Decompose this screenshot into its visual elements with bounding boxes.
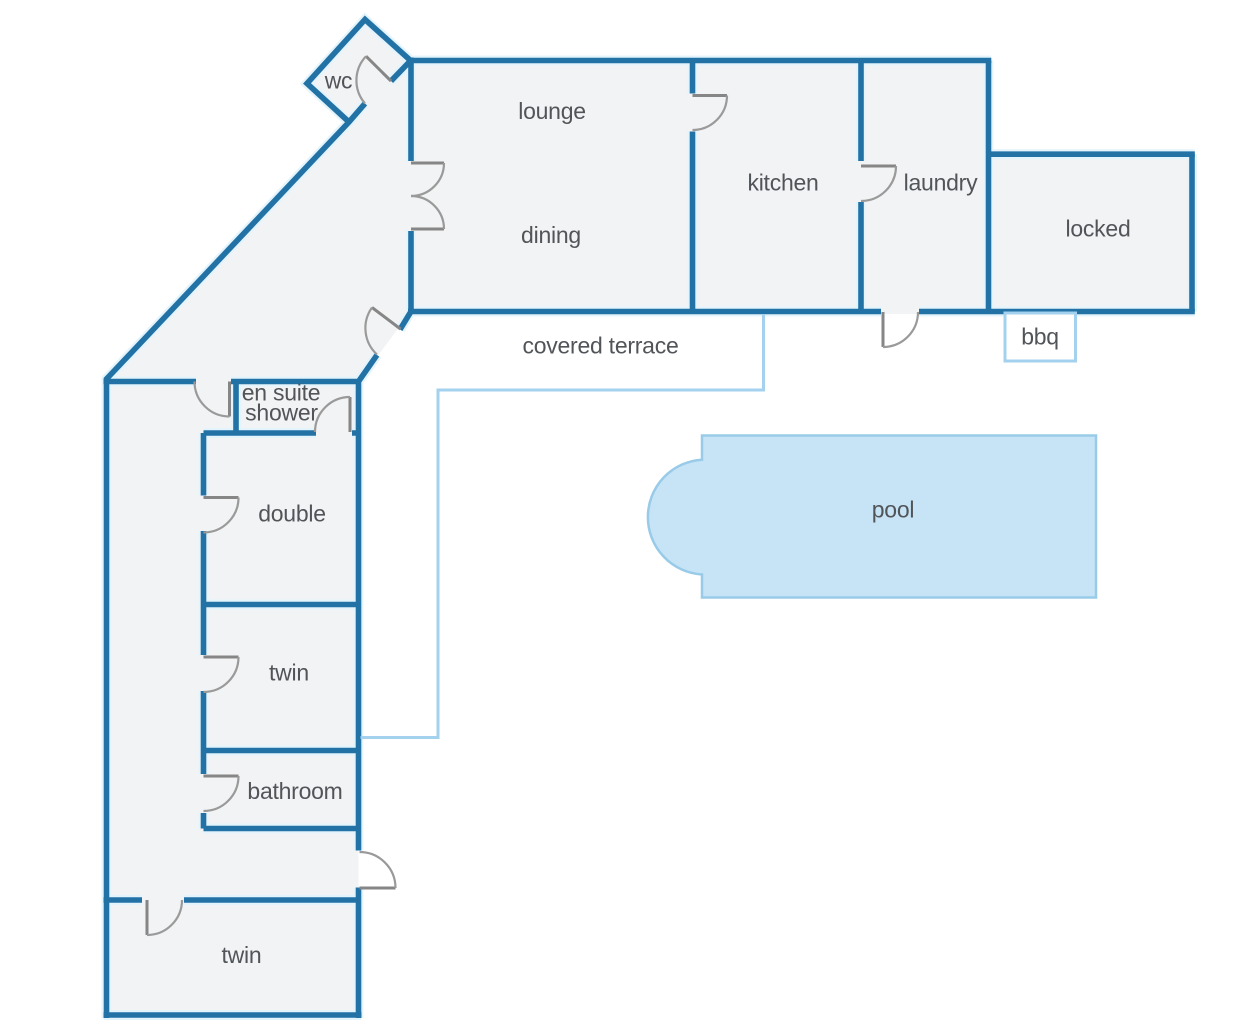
svg-text:bathroom: bathroom <box>247 778 342 804</box>
svg-text:twin: twin <box>269 660 309 686</box>
svg-text:double: double <box>258 501 326 527</box>
svg-text:dining: dining <box>521 222 581 248</box>
svg-text:pool: pool <box>872 497 914 523</box>
svg-text:en suite: en suite <box>242 380 321 406</box>
svg-text:shower: shower <box>245 400 318 426</box>
svg-text:twin: twin <box>222 942 262 968</box>
svg-text:locked: locked <box>1066 216 1131 242</box>
svg-text:kitchen: kitchen <box>747 170 818 196</box>
svg-text:laundry: laundry <box>904 170 978 196</box>
svg-text:lounge: lounge <box>518 98 586 124</box>
svg-text:bbq: bbq <box>1021 324 1059 350</box>
svg-text:covered terrace: covered terrace <box>522 333 678 359</box>
svg-text:wc: wc <box>324 68 353 94</box>
